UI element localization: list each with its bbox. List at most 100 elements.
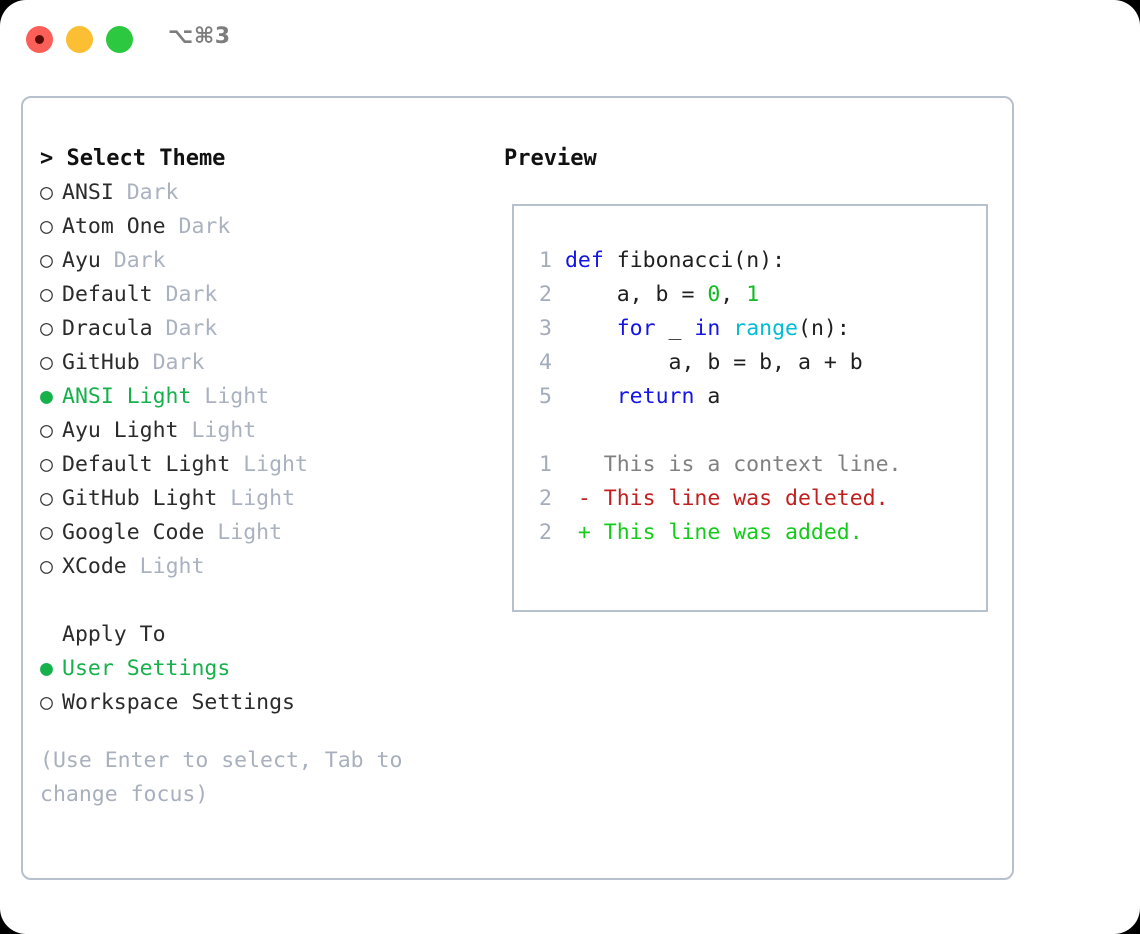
maximize-dot[interactable] [106,26,133,53]
theme-name: Default Light [62,452,231,477]
theme-picker-column: > Select Theme ○ANSI Dark○Atom One Dark○… [40,142,490,812]
radio-unselected-icon: ○ [40,316,53,341]
code-token: , [720,282,747,307]
line-number: 1 [539,248,552,273]
radio-unselected-icon: ○ [40,520,53,545]
theme-list-item[interactable]: ○ GitHub Dark [40,346,490,380]
theme-list-item[interactable]: ○Atom One Dark [40,210,490,244]
apply-to-label: Apply To [62,622,166,647]
theme-variant-tag: Light [217,486,296,511]
code-token: a, b = b, a + b [564,350,863,375]
theme-variant-tag: Light [230,452,308,477]
theme-variant-tag: Light [204,520,283,545]
theme-list-item[interactable]: ○ Dracula Dark [40,312,490,346]
radio-unselected-icon: ○ [40,350,53,375]
radio-unselected-icon: ○ [40,282,53,307]
code-token: def [564,248,604,273]
theme-variant-tag: Light [191,384,270,409]
apply-to-options[interactable]: ● User Settings ○ Workspace Settings [40,652,490,720]
content-panel: > Select Theme ○ANSI Dark○Atom One Dark○… [21,96,1014,880]
theme-list-item[interactable]: ● ANSI Light Light [40,380,490,414]
theme-list-item[interactable]: ○ Default Dark [40,278,490,312]
code-token: fibonacci(n): [616,248,786,273]
theme-name: Google Code [62,520,205,545]
theme-list-item[interactable]: ○ Ayu Light Light [40,414,490,448]
keyboard-hint-text: (Use Enter to select, Tab to change focu… [40,748,403,807]
code-token: in [694,316,721,341]
recording-indicator-icon [35,35,44,44]
code-token: a [694,384,721,409]
radio-selected-icon: ● [40,656,53,681]
theme-variant-tag: Dark [152,282,218,307]
title-bar: ⌥⌘3 [0,0,1140,78]
line-number: 5 [539,384,552,409]
diff-text: This is a context line. [603,452,902,477]
theme-list-item[interactable]: ○ANSI Dark [40,176,490,210]
code-line: 5 return a [530,380,902,414]
code-token: _ [655,316,695,341]
theme-list-item[interactable]: ○ Ayu Dark [40,244,490,278]
theme-name: Dracula [62,316,153,341]
theme-list-item[interactable]: ○ XCode Light [40,550,490,584]
diff-line: 2 - This line was deleted. [530,482,902,516]
code-token: return [616,384,695,409]
theme-name: ANSI Light [62,384,192,409]
code-line: 3 for _ in range(n): [530,312,902,346]
theme-list[interactable]: ○ANSI Dark○Atom One Dark○Ayu Dark○Defaul… [40,176,490,584]
theme-list-item[interactable]: ○GitHub Light Light [40,482,490,516]
theme-name: Ayu [62,248,101,273]
theme-name: ANSI [62,180,114,205]
keyboard-shortcut-label: ⌥⌘3 [168,24,231,49]
theme-variant-tag: Light [126,554,205,579]
theme-name: Atom One [62,214,166,239]
radio-unselected-icon: ○ [40,418,53,443]
apply-to-option-label: Workspace Settings [62,690,295,715]
line-number: 4 [539,350,552,375]
diff-marker: - [552,486,604,511]
theme-name: Ayu Light [62,418,179,443]
code-token: for [616,316,656,341]
theme-name: GitHub [62,350,140,375]
line-number: 2 [539,486,552,511]
apply-to-option[interactable]: ○ Workspace Settings [40,686,490,720]
code-token: 1 [746,282,760,307]
radio-selected-icon: ● [40,384,53,409]
line-number: 2 [539,282,552,307]
list-spacer [40,584,490,618]
radio-unselected-icon: ○ [40,554,53,579]
code-token [720,316,733,341]
apply-to-option[interactable]: ● User Settings [40,652,490,686]
code-token [565,316,617,341]
radio-unselected-icon: ○ [40,690,53,715]
line-number: 2 [539,520,552,545]
theme-variant-tag: Dark [113,180,179,205]
theme-list-item[interactable]: ○Default Light Light [40,448,490,482]
code-token: a, b = [564,282,708,307]
code-line: 2 a, b = 0, 1 [530,278,902,312]
theme-name: GitHub Light [62,486,218,511]
line-number: 3 [539,316,552,341]
theme-list-item[interactable]: ○ Google Code Light [40,516,490,550]
diff-marker: + [552,520,604,545]
radio-unselected-icon: ○ [40,248,53,273]
code-token: range [733,316,798,341]
theme-variant-tag: Dark [139,350,205,375]
minimize-dot[interactable] [66,26,93,53]
theme-variant-tag: Light [178,418,257,443]
code-token [604,248,617,273]
diff-line: 2 + This line was added. [530,516,902,550]
select-theme-header: > Select Theme [40,146,226,171]
diff-marker [552,452,604,477]
theme-variant-tag: Dark [152,316,218,341]
line-number: 1 [539,452,552,477]
theme-variant-tag: Dark [100,248,166,273]
code-blank-line [530,414,902,448]
theme-variant-tag: Dark [165,214,231,239]
apply-to-option-label: User Settings [62,656,231,681]
theme-name: XCode [62,554,127,579]
code-line: 1 def fibonacci(n): [530,244,902,278]
theme-name: Default [62,282,153,307]
